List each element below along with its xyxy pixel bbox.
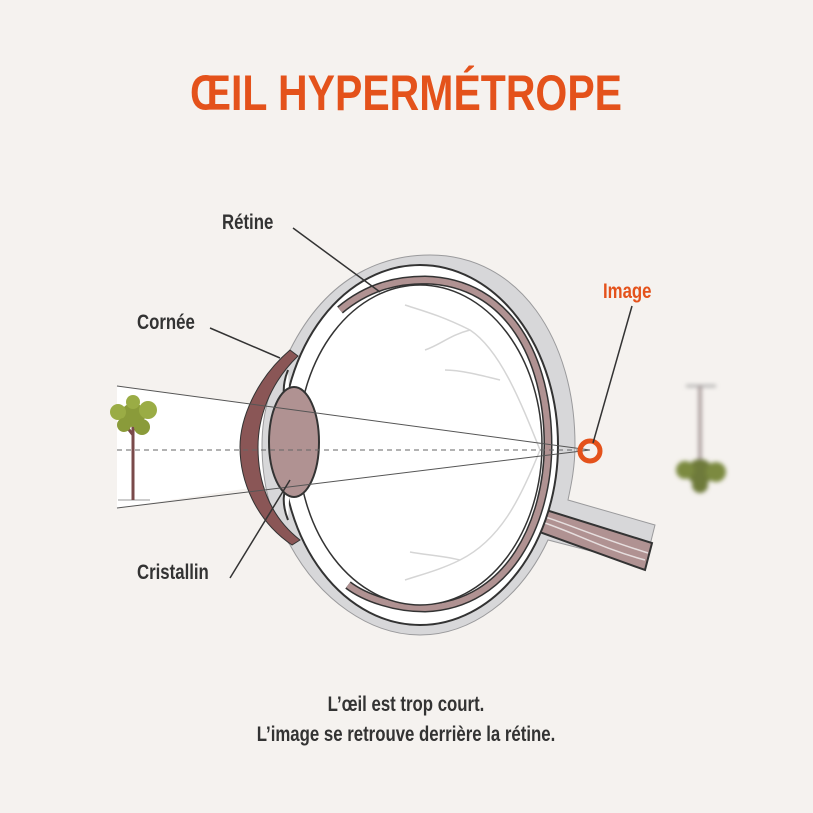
image-focus-marker	[577, 438, 603, 464]
retina-fill	[338, 276, 552, 612]
leader-cristallin	[229, 479, 291, 579]
cornea	[239, 349, 301, 546]
title: ŒIL HYPERMÉTROPE	[190, 65, 622, 121]
label-cristallin: Cristallin	[137, 561, 209, 584]
label-cornee: Cornée	[137, 311, 195, 334]
inverted-tree-image	[676, 385, 726, 493]
tree-object	[110, 395, 157, 501]
label-image: Image	[603, 280, 652, 303]
ray-bottom	[116, 449, 591, 509]
caption-line-1: L’œil est trop court.	[328, 693, 485, 716]
label-retine: Rétine	[222, 211, 273, 234]
lens	[268, 386, 320, 498]
caption-line-2: L’image se retrouve derrière la rétine.	[257, 723, 556, 746]
retinal-vessels	[404, 304, 541, 581]
ray-top	[116, 385, 591, 451]
leader-retine	[292, 227, 381, 293]
vitreous	[297, 284, 543, 606]
leader-cornee	[209, 327, 281, 359]
leader-image	[592, 305, 633, 444]
